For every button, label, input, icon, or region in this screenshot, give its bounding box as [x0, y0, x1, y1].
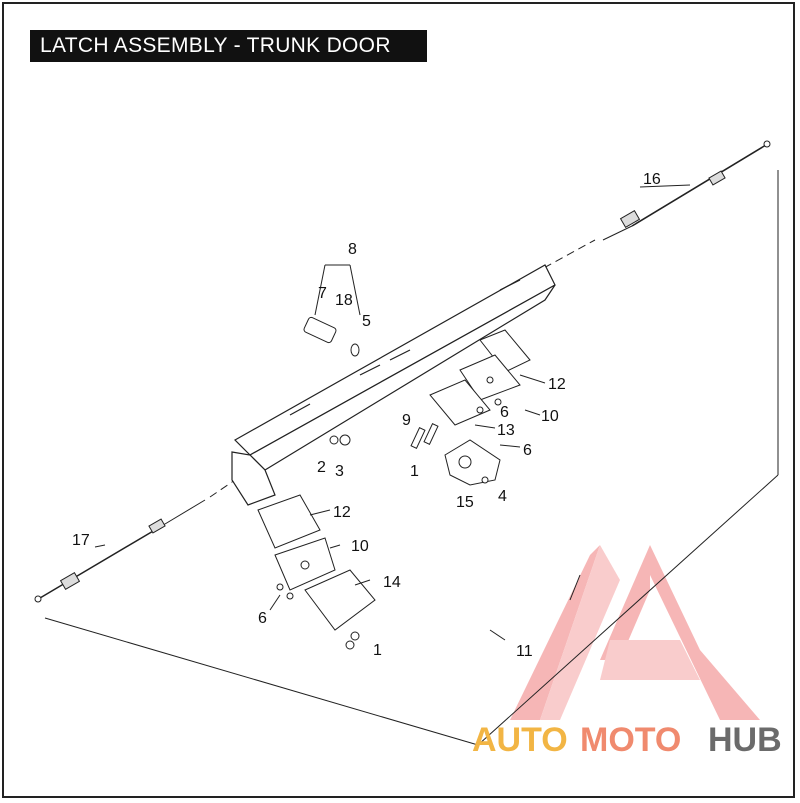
- watermark-part-moto: MOTO: [580, 721, 681, 759]
- callout-3: 3: [335, 463, 344, 480]
- cable-17: [34, 479, 236, 603]
- callout-18: 18: [335, 292, 353, 309]
- callout-11: 11: [516, 643, 533, 660]
- callout-5: 5: [362, 313, 371, 330]
- callout-10-lower: 10: [351, 538, 369, 555]
- callout-1-lower: 1: [373, 642, 382, 659]
- callout-4: 4: [498, 488, 507, 505]
- callout-1-upper: 1: [410, 463, 419, 480]
- watermark-wordmark: AUTO MOTO HUB: [472, 721, 782, 759]
- bracket-stack-lower: [257, 494, 376, 650]
- watermark-logo: [510, 545, 760, 720]
- callout-17: 17: [72, 532, 90, 549]
- callout-13: 13: [497, 422, 515, 439]
- callout-6-upper: 6: [500, 404, 509, 421]
- diagram-title: LATCH ASSEMBLY - TRUNK DOOR: [30, 30, 427, 62]
- leader-lines: [94, 184, 691, 641]
- callout-14: 14: [383, 574, 401, 591]
- bolts: [329, 423, 439, 449]
- callout-12-upper: 12: [548, 376, 566, 393]
- lock-cylinder: [303, 316, 360, 357]
- assembly-plane-outline: [44, 170, 779, 746]
- callout-7: 7: [318, 285, 327, 302]
- callout-8: 8: [348, 241, 357, 258]
- callout-9: 9: [402, 412, 411, 429]
- callout-6-mid: 6: [523, 442, 532, 459]
- callout-2: 2: [317, 459, 326, 476]
- callout-12-lower: 12: [333, 504, 351, 521]
- watermark-part-hub: HUB: [708, 721, 782, 759]
- callout-10-upper: 10: [541, 408, 559, 425]
- callout-16: 16: [643, 171, 661, 188]
- callout-15: 15: [456, 494, 474, 511]
- watermark-part-auto: AUTO: [472, 721, 568, 759]
- bracket-stack-upper: [429, 329, 531, 426]
- main-bracket: [231, 264, 556, 506]
- latch-15: [444, 439, 501, 486]
- callout-6-lower: 6: [258, 610, 267, 627]
